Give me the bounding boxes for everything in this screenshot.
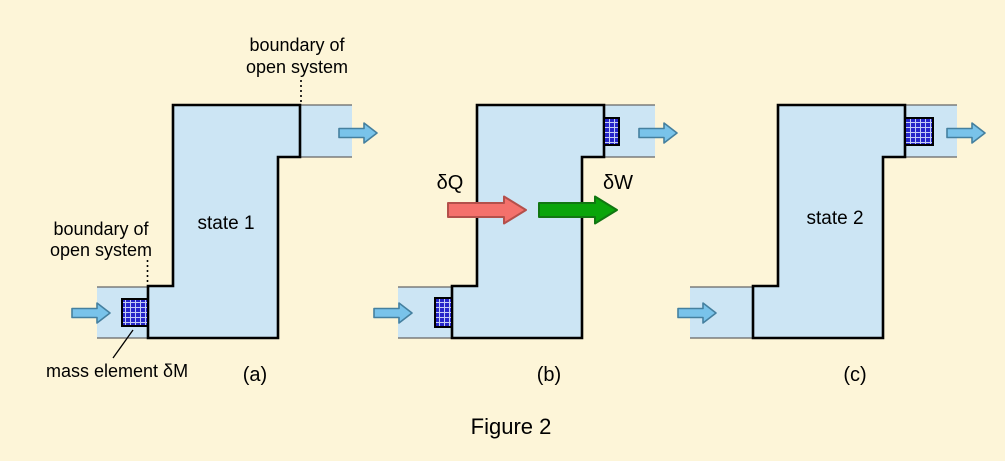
- outlet-flow-arrow-b: [638, 122, 678, 144]
- open-system-region-a: [97, 105, 352, 338]
- pipe-edges-b: [398, 104, 655, 339]
- inlet-flow-arrow-c: [677, 302, 717, 324]
- system-boundary-a: [146, 103, 302, 340]
- work-label: δW: [603, 172, 633, 194]
- system-boundary-c: [751, 103, 907, 340]
- panel-label-c: (c): [843, 364, 866, 386]
- state-2-label: state 2: [806, 208, 863, 229]
- mass-element-inlet-b: [434, 297, 453, 328]
- heat-label: δQ: [437, 172, 464, 194]
- mass-element-inlet-a: [121, 298, 149, 327]
- open-system-region-c: [690, 105, 957, 338]
- outlet-flow-arrow-a: [338, 122, 378, 144]
- inlet-flow-arrow-b: [373, 302, 413, 324]
- pipe-edges-c: [690, 104, 957, 339]
- work-output-arrow: [538, 195, 618, 225]
- pipe-edges-a: [97, 104, 352, 339]
- panel-label-b: (b): [537, 364, 561, 386]
- heat-input-arrow: [447, 195, 527, 225]
- mass-element-outlet-c: [904, 117, 934, 146]
- boundary-label-top-line2: open system: [246, 57, 348, 77]
- figure-caption: Figure 2: [471, 414, 552, 439]
- panel-b: [398, 103, 655, 340]
- system-boundary-b: [450, 103, 606, 340]
- boundary-label-left-line1: boundary of: [53, 219, 149, 239]
- panel-c: [690, 103, 957, 340]
- boundary-label-left-line2: open system: [50, 240, 152, 260]
- outlet-flow-arrow-c: [946, 122, 986, 144]
- mass-element-label: mass element δM: [46, 361, 188, 381]
- panel-a: [97, 103, 352, 340]
- panel-label-a: (a): [243, 364, 267, 386]
- mass-element-pointer-line: [112, 329, 134, 359]
- inlet-flow-arrow-a: [71, 302, 111, 324]
- boundary-label-top-line1: boundary of: [249, 35, 345, 55]
- state-1-label: state 1: [197, 213, 254, 234]
- open-system-region-b: [398, 105, 655, 338]
- mass-element-outlet-b: [603, 117, 620, 146]
